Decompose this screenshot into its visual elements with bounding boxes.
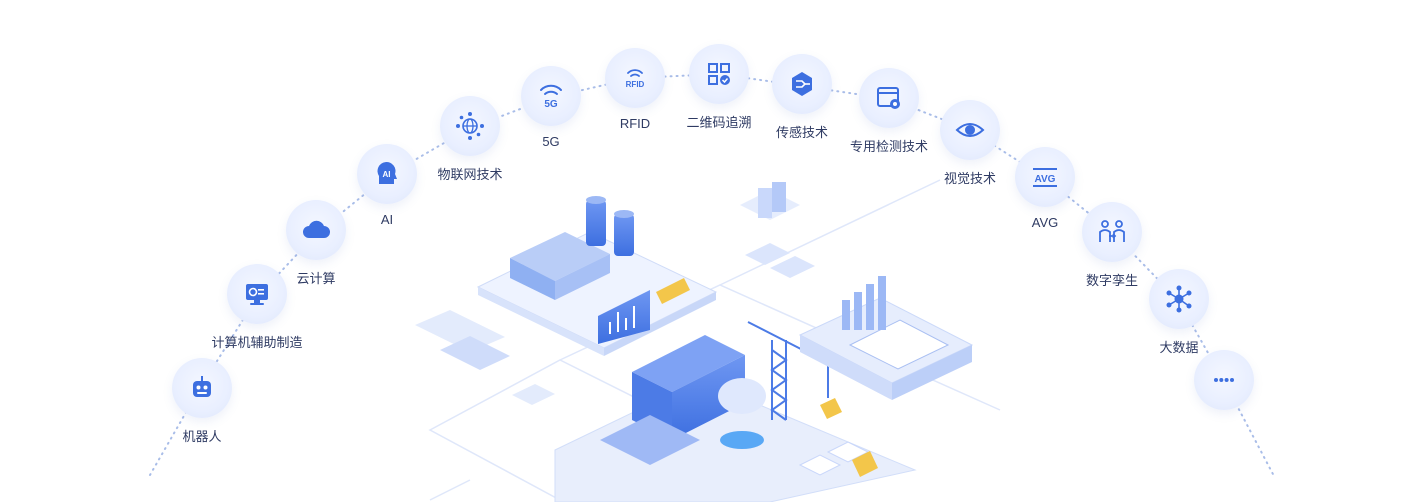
node-circle [440,96,500,156]
node-more[interactable] [1184,350,1264,410]
node-sensing[interactable]: 传感技术 [762,54,842,141]
node-label: 5G [542,134,560,149]
node-robot[interactable]: 机器人 [152,358,252,445]
node-avg[interactable]: AVG AVG [1005,147,1085,230]
data-panels [415,310,555,405]
node-big-data[interactable]: 大数据 [1139,269,1219,356]
node-ai[interactable]: AI AI [347,144,427,227]
node-circle [1149,269,1209,329]
svg-text:RFID: RFID [626,80,645,89]
node-vision[interactable]: 视觉技术 [930,100,1010,187]
node-label: 计算机辅助制造 [211,335,303,350]
node-label: 物联网技术 [437,167,503,182]
node-circle [286,200,346,260]
rfid-icon: RFID [626,69,645,89]
eye-icon [955,123,985,137]
node-label: 机器人 [182,429,222,444]
node-circle: AVG [1015,147,1075,207]
node-digital-twin[interactable]: 数字孪生 [1072,202,1152,289]
node-circle [859,68,919,128]
svg-text:AVG: AVG [1035,174,1056,185]
svg-text:AI: AI [383,170,391,179]
node-circle [1194,350,1254,410]
node-iot[interactable]: 物联网技术 [429,96,511,183]
node-label: AVG [1031,215,1059,230]
node-label: 专用检测技术 [849,139,928,154]
node-circle [940,100,1000,160]
node-label: RFID [619,116,651,131]
node-circle: 5G [521,66,581,126]
node-5g[interactable]: 5G 5G [511,66,591,149]
robot-icon [193,376,211,397]
node-circle [227,264,287,324]
node-qr-traceability[interactable]: 二维码追溯 [678,44,760,131]
node-circle [772,54,832,114]
5g-wifi-icon: 5G [540,84,562,110]
node-label: 数字孪生 [1085,273,1138,288]
node-computer-aided-manufacturing[interactable]: 计算机辅助制造 [197,264,317,351]
svg-text:5G: 5G [544,99,558,110]
node-label: 二维码追溯 [686,115,752,130]
node-circle [689,44,749,104]
big-data-network-icon [1166,285,1192,313]
detection-window-icon [877,87,900,109]
node-circle [172,358,232,418]
qr-code-icon [708,63,730,85]
iot-globe-icon [456,112,484,140]
ai-head-icon: AI [377,162,397,184]
node-label: 大数据 [1159,340,1199,355]
factory-building [476,196,718,356]
control-platform [798,276,974,400]
sensor-icon [792,72,812,96]
node-circle: AI [357,144,417,204]
node-label: 云计算 [296,271,336,286]
node-label: 传感技术 [775,125,828,140]
node-label: AI [380,212,394,227]
avg-icon: AVG [1033,168,1057,187]
warehouse-blocks [740,182,815,278]
node-cloud-computing[interactable]: 云计算 [276,200,356,287]
cloud-icon [303,220,330,238]
more-dots-icon [1214,378,1234,382]
node-rfid[interactable]: RFID RFID [595,48,675,131]
node-circle [1082,202,1142,262]
node-special-detection[interactable]: 专用检测技术 [837,68,941,155]
digital-twin-icon [1099,220,1125,242]
computer-icon [246,284,268,305]
node-label: 视觉技术 [943,171,996,186]
node-circle: RFID [605,48,665,108]
main-building [554,335,917,502]
